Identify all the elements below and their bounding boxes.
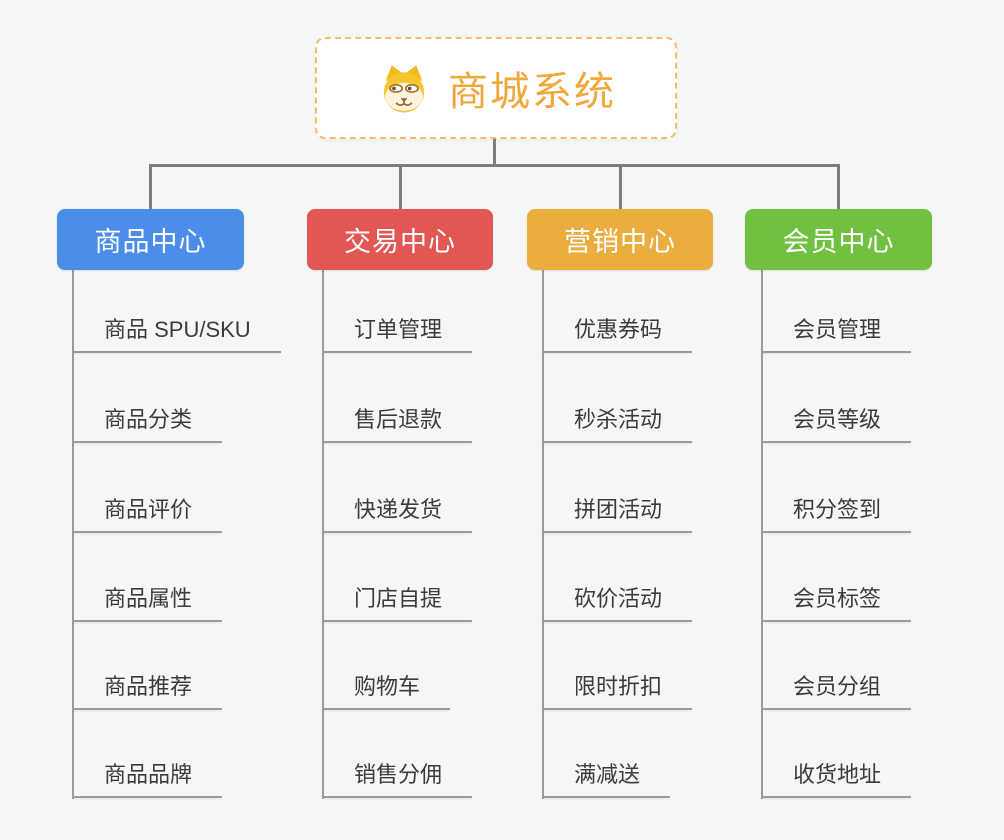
branch-node[interactable]: 会员中心	[745, 209, 932, 270]
connector-drop	[619, 166, 622, 210]
leaf-node[interactable]: 限时折扣	[542, 673, 693, 710]
branch-spine	[322, 270, 324, 799]
leaf-node[interactable]: 商品属性	[72, 585, 223, 622]
leaf-node[interactable]: 砍价活动	[542, 585, 693, 622]
leaf-node[interactable]: 拼团活动	[542, 496, 693, 533]
leaf-node[interactable]: 会员标签	[761, 585, 912, 622]
leaf-node[interactable]: 秒杀活动	[542, 406, 693, 443]
leaf-node[interactable]: 商品分类	[72, 406, 223, 443]
leaf-node[interactable]: 满减送	[542, 761, 671, 798]
branch-label: 会员中心	[782, 227, 895, 257]
branch-spine	[72, 270, 74, 799]
leaf-node[interactable]: 会员等级	[761, 406, 912, 443]
leaf-node[interactable]: 售后退款	[322, 406, 473, 443]
branch-spine	[761, 270, 763, 799]
leaf-node[interactable]: 会员分组	[761, 673, 912, 710]
leaf-node[interactable]: 商品评价	[72, 496, 223, 533]
leaf-node[interactable]: 订单管理	[322, 316, 473, 353]
branch-label: 交易中心	[344, 227, 456, 257]
branch-node[interactable]: 商品中心	[57, 209, 244, 270]
branch-node[interactable]: 交易中心	[307, 209, 493, 270]
leaf-node[interactable]: 会员管理	[761, 316, 912, 353]
branch-spine	[542, 270, 544, 799]
leaf-node[interactable]: 商品 SPU/SKU	[72, 316, 281, 353]
branch-label: 营销中心	[564, 227, 676, 257]
leaf-node[interactable]: 门店自提	[322, 585, 473, 622]
leaf-node[interactable]: 商品推荐	[72, 673, 223, 710]
root-label: 商城系统	[448, 70, 616, 114]
root-node[interactable]: 商城系统	[315, 37, 677, 139]
branch-node[interactable]: 营销中心	[527, 209, 713, 270]
leaf-node[interactable]: 购物车	[322, 673, 451, 710]
branch-label: 商品中心	[94, 227, 207, 257]
leaf-node[interactable]: 快递发货	[322, 496, 473, 533]
leaf-node[interactable]: 优惠券码	[542, 316, 693, 353]
connector-rail	[149, 164, 840, 167]
leaf-node[interactable]: 商品品牌	[72, 761, 223, 798]
leaf-node[interactable]: 收货地址	[761, 761, 912, 798]
connector-drop	[399, 166, 402, 210]
dog-face-icon	[383, 65, 425, 113]
leaf-node[interactable]: 销售分佣	[322, 761, 473, 798]
connector-drop	[837, 166, 840, 210]
leaf-node[interactable]: 积分签到	[761, 496, 912, 533]
connector-drop	[149, 166, 152, 210]
connector-root-stub	[493, 139, 496, 165]
